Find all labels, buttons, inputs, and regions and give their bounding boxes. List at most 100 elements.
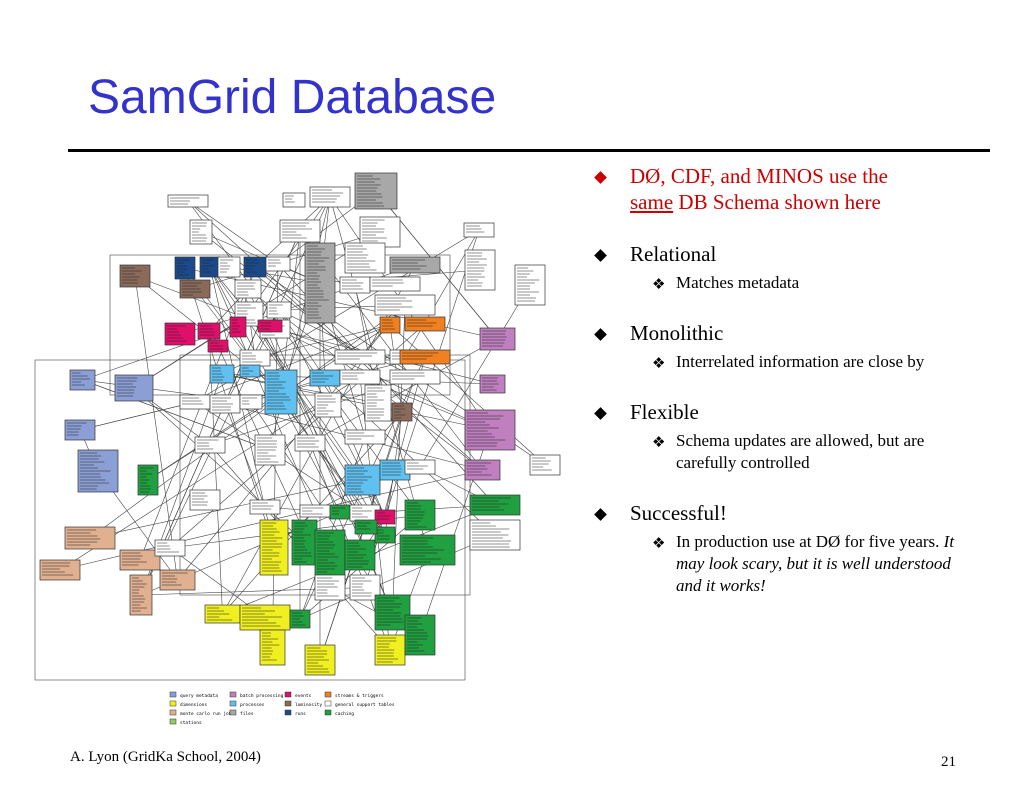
schema-table-box [479, 327, 516, 351]
legend-label: runs [295, 712, 306, 717]
schema-table-box [64, 526, 116, 550]
four-diamond-bullet-icon: ❖ [652, 275, 666, 293]
title-divider [68, 149, 990, 152]
legend-label: dimensions [180, 702, 207, 708]
schema-table-box [374, 509, 396, 525]
schema-table-box [179, 394, 211, 410]
legend-label: batch processing [240, 693, 284, 699]
schema-table-box [249, 499, 281, 515]
legend-swatch [169, 718, 177, 725]
schema-table-box [391, 402, 413, 422]
bullet-text: Monolithic [630, 321, 724, 345]
four-diamond-bullet-icon: ❖ [652, 354, 666, 372]
bullet-successful: Successful! ❖ In production use at DØ fo… [590, 500, 1000, 597]
schema-table-box [294, 434, 326, 452]
diamond-bullet-icon [594, 508, 607, 521]
legend-swatch [229, 691, 237, 698]
page-number: 21 [941, 754, 956, 770]
legend-label: luminosity [295, 702, 322, 708]
schema-table-box [164, 322, 196, 346]
schema-table-box [329, 504, 351, 520]
bullet-text: Flexible [630, 400, 699, 424]
legend-label: processes [240, 703, 265, 708]
schema-table-box [114, 374, 154, 402]
schema-table-box [404, 614, 436, 656]
schema-table-box [309, 369, 341, 387]
sub-bullet-text: In production use at DØ for five years. [676, 532, 944, 551]
schema-table-box [463, 222, 495, 238]
schema-table-box [389, 369, 441, 385]
legend-swatch [284, 709, 292, 716]
bullet-underlined-word: same [630, 190, 674, 214]
schema-table-box [339, 369, 381, 385]
legend-label: caching [335, 711, 354, 717]
schema-table-box [239, 394, 263, 410]
diamond-bullet-icon [594, 328, 607, 341]
schema-table-box [194, 436, 226, 454]
sub-bullet: ❖ Matches metadata [630, 272, 1000, 294]
schema-table-box [354, 519, 378, 535]
bullet-schema-shared: DØ, CDF, and MINOS use the same DB Schem… [590, 163, 1000, 215]
bullet-relational: Relational ❖ Matches metadata [590, 241, 1000, 294]
bullet-text: Successful! [630, 501, 727, 525]
schema-table-box [334, 349, 386, 365]
legend-label: query metadata [180, 693, 218, 699]
legend-label: streams & triggers [335, 693, 384, 699]
bullet-text: DØ, CDF, and MINOS use the [630, 164, 888, 188]
legend-label: general support tables [335, 702, 395, 708]
bullet-list: DØ, CDF, and MINOS use the same DB Schem… [590, 163, 1000, 623]
bullet-flexible: Flexible ❖ Schema updates are allowed, b… [590, 399, 1000, 474]
footer-author: A. Lyon (GridKa School, 2004) [70, 749, 261, 765]
schema-table-box [259, 629, 286, 666]
bullet-text-continued: DB Schema shown here [673, 190, 881, 214]
schema-table-box [344, 429, 386, 445]
legend-swatch [229, 709, 237, 716]
schema-table-box [379, 316, 401, 334]
schema-table-box [369, 276, 421, 292]
diamond-bullet-icon [594, 407, 607, 420]
legend-swatch [324, 709, 332, 716]
schema-table-box [259, 519, 289, 576]
diamond-bullet-icon [594, 171, 607, 184]
schema-table-box [197, 322, 221, 340]
schema-table-box [154, 539, 186, 557]
schema-table-box [339, 276, 371, 294]
schema-table-box [374, 526, 396, 544]
schema-table-box [289, 609, 311, 629]
bullet-monolithic: Monolithic ❖ Interrelated information ar… [590, 320, 1000, 373]
legend-label: stations [180, 720, 202, 726]
legend-label: events [295, 693, 312, 699]
schema-table-box [514, 264, 546, 306]
schema-table-box [399, 349, 451, 365]
legend-swatch [284, 700, 292, 707]
schema-table-box [291, 519, 318, 566]
schema-table-box [464, 409, 516, 451]
sub-bullet-text: Interrelated information are close by [676, 352, 925, 371]
schema-table-boxes [39, 172, 561, 676]
legend-label: files [240, 711, 254, 717]
diamond-bullet-icon [594, 249, 607, 262]
legend-swatch [324, 700, 332, 707]
bullet-text: Relational [630, 242, 717, 266]
schema-table-box [404, 459, 436, 475]
schema-table-box [264, 369, 298, 415]
schema-table-box [265, 256, 291, 272]
legend-swatch [169, 700, 177, 707]
legend-swatch [169, 691, 177, 698]
four-diamond-bullet-icon: ❖ [652, 534, 666, 552]
legend-swatch [324, 691, 332, 698]
sub-bullet: ❖ In production use at DØ for five years… [630, 531, 976, 597]
schema-table-box [389, 256, 441, 274]
sub-bullet-text: Matches metadata [676, 273, 800, 292]
legend-swatch [169, 709, 177, 716]
schema-table-box [279, 219, 321, 243]
four-diamond-bullet-icon: ❖ [652, 433, 666, 451]
slide-title: SamGrid Database [88, 71, 497, 124]
schema-table-box [464, 249, 496, 291]
schema-table-box [119, 264, 151, 288]
schema-table-box [314, 529, 346, 581]
sub-bullet: ❖ Interrelated information are close by [630, 351, 946, 373]
sub-bullet-text: Schema updates are allowed, but are care… [676, 431, 925, 472]
